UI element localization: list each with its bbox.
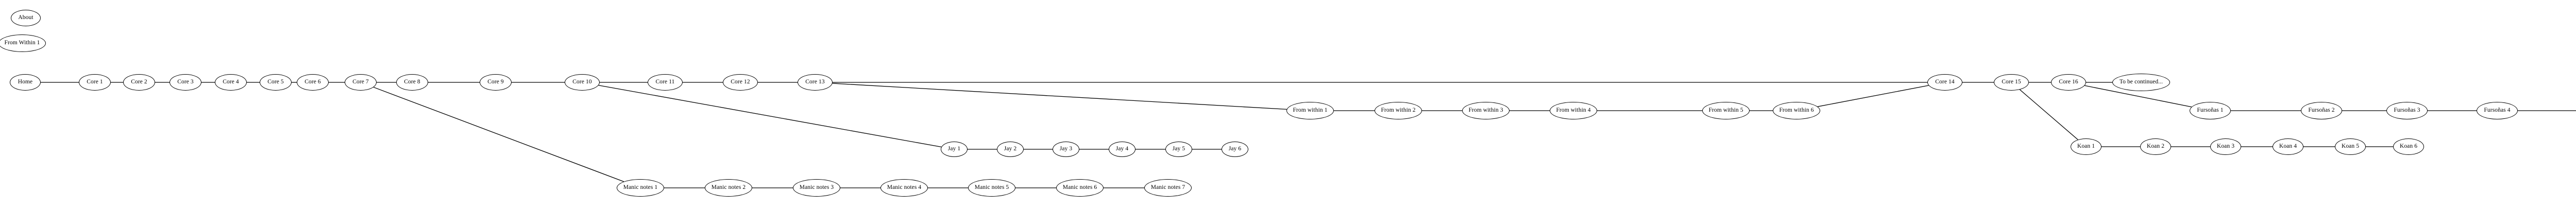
graph-node-label: Home [18,79,33,85]
graph-node-label: Koan 3 [2216,143,2235,150]
graph-node-label: Core 10 [572,79,592,85]
graph-node-label: Jay 1 [947,146,961,152]
graph-node-from-within-6[interactable]: From within 6 [1773,102,1820,119]
graph-node-core-9[interactable]: Core 9 [480,74,512,91]
graph-node-label: Core 3 [177,79,194,85]
graph-node-koan-5[interactable]: Koan 5 [2335,138,2366,155]
graph-node-label: Koan 4 [2279,143,2297,150]
graph-node-core-6[interactable]: Core 6 [297,74,329,91]
graph-node-core-14[interactable]: Core 14 [1927,74,1962,91]
graph-node-label: Manic notes 5 [974,184,1009,191]
graph-node-label: Core 6 [304,79,321,85]
graph-node-label: From within 5 [1708,107,1743,114]
graph-node-label: Core 8 [404,79,420,85]
graph-node-fursonas-1[interactable]: Fursoñas 1 [2190,102,2231,119]
graph-node-manic-notes-1[interactable]: Manic notes 1 [617,179,664,197]
graph-node-fursonas-3[interactable]: Fursoñas 3 [2386,102,2428,119]
graph-node-from-within-1[interactable]: From within 1 [1286,102,1334,119]
graph-node-fursonas-4[interactable]: Fursoñas 4 [2477,102,2518,119]
graph-node-jay-1[interactable]: Jay 1 [941,142,968,157]
graph-node-label: Manic notes 1 [623,184,658,191]
graph-node-core-11[interactable]: Core 11 [648,74,683,91]
graph-node-label: Jay 3 [1059,146,1073,152]
graph-node-about[interactable]: About [11,10,41,26]
graph-node-core-8[interactable]: Core 8 [396,74,428,91]
graph-node-label: From within 1 [1293,107,1328,114]
graph-node-to-be-continued[interactable]: To be continued... [2112,74,2170,91]
graph-node-label: To be continued... [2119,79,2163,85]
graph-node-label: From within 4 [1556,107,1591,114]
graph-node-label: Core 16 [2059,79,2078,85]
graph-node-label: Core 14 [1935,79,1955,85]
graph-node-label: Fursoñas 1 [2197,107,2224,114]
graph-node-from-within-4[interactable]: From within 4 [1550,102,1597,119]
graph-node-label: Core 9 [487,79,504,85]
graph-node-label: Core 11 [655,79,675,85]
graph-node-from-within-3[interactable]: From within 3 [1462,102,1510,119]
graph-node-from-within-2[interactable]: From within 2 [1375,102,1422,119]
graph-node-label: Manic notes 6 [1062,184,1097,191]
graph-node-koan-1[interactable]: Koan 1 [2071,138,2102,155]
graph-node-core-7[interactable]: Core 7 [345,74,377,91]
graph-node-label: Core 15 [2002,79,2021,85]
graph-node-label: Core 5 [267,79,284,85]
graph-node-koan-6[interactable]: Koan 6 [2393,138,2424,155]
graph-node-from-within-1-top[interactable]: From Within 1 [0,34,46,52]
graph-node-core-3[interactable]: Core 3 [170,74,201,91]
graph-node-label: Fursoñas 3 [2394,107,2420,114]
graph-node-home[interactable]: Home [10,74,41,91]
graph-node-jay-4[interactable]: Jay 4 [1109,142,1136,157]
graph-node-core-2[interactable]: Core 2 [123,74,155,91]
graph-node-label: Core 4 [223,79,239,85]
graph-node-label: Manic notes 7 [1150,184,1185,191]
graph-node-label: From within 6 [1779,107,1814,114]
graph-node-manic-notes-7[interactable]: Manic notes 7 [1144,179,1192,197]
graph-node-label: Koan 6 [2399,143,2418,150]
graph-node-fursonas-2[interactable]: Fursoñas 2 [2301,102,2342,119]
graph-node-label: Jay 4 [1115,146,1129,152]
graph-node-label: Koan 5 [2341,143,2360,150]
graph-node-label: Jay 2 [1004,146,1017,152]
graph-node-label: Core 1 [87,79,103,85]
graph-node-manic-notes-5[interactable]: Manic notes 5 [968,179,1015,197]
graph-node-label: Core 13 [805,79,825,85]
graph-node-label: From within 3 [1468,107,1503,114]
graph-node-label: Core 12 [731,79,750,85]
graph-node-core-16[interactable]: Core 16 [2051,74,2086,91]
graph-node-jay-6[interactable]: Jay 6 [1222,142,1248,157]
graph-node-core-1[interactable]: Core 1 [79,74,111,91]
graph-node-core-4[interactable]: Core 4 [215,74,247,91]
graph-node-label: Core 2 [131,79,147,85]
graph-node-manic-notes-3[interactable]: Manic notes 3 [793,179,840,197]
graph-node-koan-2[interactable]: Koan 2 [2140,138,2171,155]
graph-node-label: About [18,14,33,21]
graph-node-label: Manic notes 3 [799,184,834,191]
graph-node-label: Core 7 [352,79,369,85]
graph-node-label: Koan 2 [2146,143,2165,150]
graph-node-manic-notes-2[interactable]: Manic notes 2 [705,179,752,197]
graph-node-core-12[interactable]: Core 12 [723,74,758,91]
graph-node-label: Jay 6 [1228,146,1242,152]
graph-node-from-within-5[interactable]: From within 5 [1702,102,1750,119]
graph-node-core-10[interactable]: Core 10 [565,74,600,91]
graph-node-label: Fursoñas 4 [2484,107,2511,114]
graph-node-label: Manic notes 4 [887,184,922,191]
graph-node-core-15[interactable]: Core 15 [1994,74,2029,91]
graph-node-label: Jay 5 [1172,146,1185,152]
graph-node-label: From within 2 [1381,107,1416,114]
graph-node-label: Manic notes 2 [711,184,746,191]
graph-node-jay-2[interactable]: Jay 2 [997,142,1024,157]
graph-node-label: Fursoñas 2 [2308,107,2335,114]
graph-node-label: Koan 1 [2077,143,2095,150]
graph-node-manic-notes-4[interactable]: Manic notes 4 [880,179,928,197]
graph-node-koan-3[interactable]: Koan 3 [2210,138,2241,155]
graph-node-jay-3[interactable]: Jay 3 [1053,142,1079,157]
graph-node-jay-5[interactable]: Jay 5 [1165,142,1192,157]
graph-node-label: From Within 1 [4,40,40,46]
graph-node-manic-notes-6[interactable]: Manic notes 6 [1056,179,1104,197]
graph-node-koan-4[interactable]: Koan 4 [2273,138,2303,155]
graph-node-core-13[interactable]: Core 13 [798,74,833,91]
graph-node-core-5[interactable]: Core 5 [260,74,292,91]
